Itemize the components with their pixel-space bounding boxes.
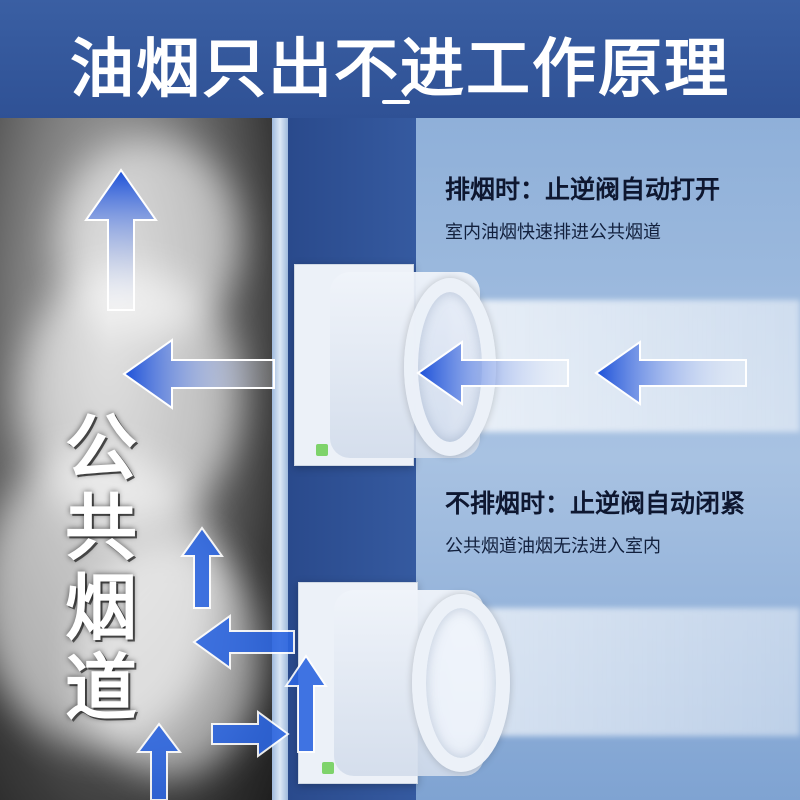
arrow-left-icon xyxy=(594,340,747,406)
arrow-up-icon xyxy=(180,526,224,609)
flue-label-char: 共 xyxy=(64,486,137,570)
arrow-up-icon xyxy=(84,168,158,311)
open-state-text: 排烟时：止逆阀自动打开 室内油烟快速排进公共烟道 xyxy=(445,170,795,244)
flue-label-char: 公 xyxy=(64,406,137,490)
arrow-left-icon xyxy=(416,340,569,406)
arrow-left-icon xyxy=(192,614,295,670)
page-title: 油烟只出不进工作原理 xyxy=(70,33,730,107)
arrow-right-icon xyxy=(211,710,290,758)
title-banner: 油烟只出不进工作原理 xyxy=(0,0,800,118)
closed-state-heading: 不排烟时：止逆阀自动闭紧 xyxy=(445,489,746,518)
flue-label-char: 道 xyxy=(64,646,137,730)
valve-badge-top xyxy=(316,444,328,456)
arrow-up-icon xyxy=(136,722,182,800)
arrow-up-icon xyxy=(284,654,328,753)
flue-label-char: 烟 xyxy=(64,566,137,650)
valve-badge-bottom xyxy=(322,762,334,774)
closed-state-text: 不排烟时：止逆阀自动闭紧 公共烟道油烟无法进入室内 xyxy=(445,484,795,558)
wall-edge xyxy=(272,118,288,800)
title-underline xyxy=(382,100,410,104)
open-state-subtext: 室内油烟快速排进公共烟道 xyxy=(445,222,661,243)
closed-state-subtext: 公共烟道油烟无法进入室内 xyxy=(445,536,661,557)
open-state-heading: 排烟时：止逆阀自动打开 xyxy=(445,175,721,204)
arrow-left-icon xyxy=(122,338,275,410)
